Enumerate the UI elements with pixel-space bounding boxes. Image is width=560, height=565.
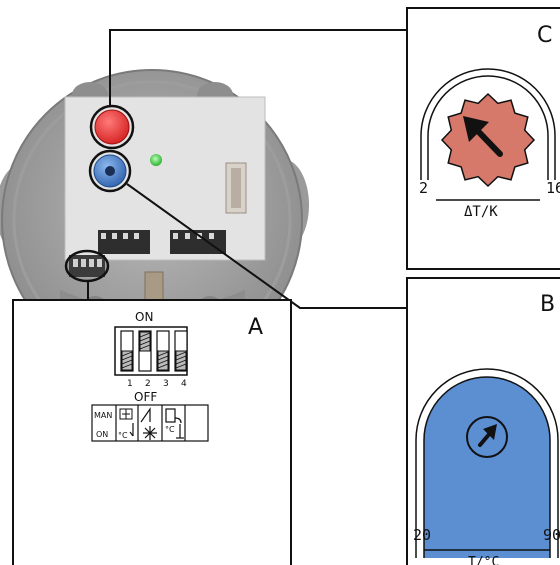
dip-switch-hatch	[175, 363, 187, 369]
snowflake-icon	[143, 426, 157, 440]
mode-man-label: MAN	[94, 411, 112, 420]
dip-number-1: 1	[127, 379, 133, 389]
panel-c-min-label: 2	[419, 179, 428, 197]
callout-line-c	[109, 29, 407, 106]
dip-switch-hatch	[139, 332, 151, 338]
status-led	[150, 154, 162, 166]
panel-b-letter: B	[540, 292, 555, 317]
panel-c-dial-arc-inner	[427, 75, 549, 180]
manual-switch-icon	[119, 408, 133, 420]
panel-c-dial-arc	[420, 68, 556, 180]
dip-switch-hatch	[175, 351, 187, 357]
thermometer-up-icon	[176, 424, 184, 439]
dip-switch-group	[120, 330, 188, 372]
panel-c-unit-label: ΔT/K	[464, 204, 498, 220]
panel-b-min-label: 20	[413, 526, 431, 544]
dip-switch-hatch	[121, 351, 133, 357]
dip-switch-4-lever	[175, 350, 187, 371]
dip-switch-hatch	[157, 363, 169, 369]
dip-switch-hatch	[175, 355, 187, 361]
dip-switch-hatch	[121, 359, 133, 365]
panel-c-max-label: 16	[546, 179, 560, 197]
panel-b-arrow-icon	[478, 424, 497, 447]
dip-number-2: 2	[145, 379, 151, 389]
panel-b-unit-label: T/°C	[468, 555, 499, 565]
dip-switch-hatch	[139, 336, 151, 342]
blue-knob-center	[105, 166, 115, 176]
dip-switch-hatch	[121, 355, 133, 361]
panel-b-dial-arc-inner	[423, 376, 551, 558]
unit-c2-label: °C	[165, 425, 175, 434]
thermometer-down-icon	[129, 423, 134, 437]
panel-b-max-label: 90	[543, 526, 560, 544]
callout-line-b	[126, 183, 407, 309]
red-knob-highlight-ring	[89, 104, 135, 150]
dip-switch-hatch	[121, 363, 133, 369]
dip-number-3: 3	[163, 379, 169, 389]
panel-b-knob[interactable]	[424, 377, 550, 558]
dip-switch-2-lever	[139, 331, 151, 352]
panel-a-letter: A	[248, 315, 263, 340]
dip-off-label: OFF	[134, 390, 157, 404]
dip-switch-1-lever	[121, 350, 133, 371]
dip-switch-hatch	[175, 359, 187, 365]
panel-b-center-ring	[466, 416, 508, 458]
dip-on-label: ON	[135, 310, 153, 324]
dip-switch-hatch	[157, 359, 169, 365]
panel-c-letter: C	[537, 23, 552, 48]
red-knob[interactable]	[94, 109, 130, 145]
dip-switch-hatch	[139, 344, 151, 350]
panel-b-dial-arc	[415, 368, 559, 558]
dip-switch-hatch	[157, 355, 169, 361]
mode-on-label: ON	[96, 430, 108, 439]
dip-switch-numbers: 1 2 3 4	[127, 379, 187, 389]
dip-number-4: 4	[181, 379, 187, 389]
valve-icon	[165, 408, 182, 424]
unit-c1-label: °C	[118, 431, 128, 440]
panel-c-arrow-icon	[463, 116, 503, 157]
dip-switch-hatch	[157, 351, 169, 357]
blue-knob-highlight-ring	[88, 149, 132, 193]
dip-switch-hatch	[139, 340, 151, 346]
dip-switch-3-lever	[157, 350, 169, 371]
ramp-icon	[140, 407, 151, 423]
